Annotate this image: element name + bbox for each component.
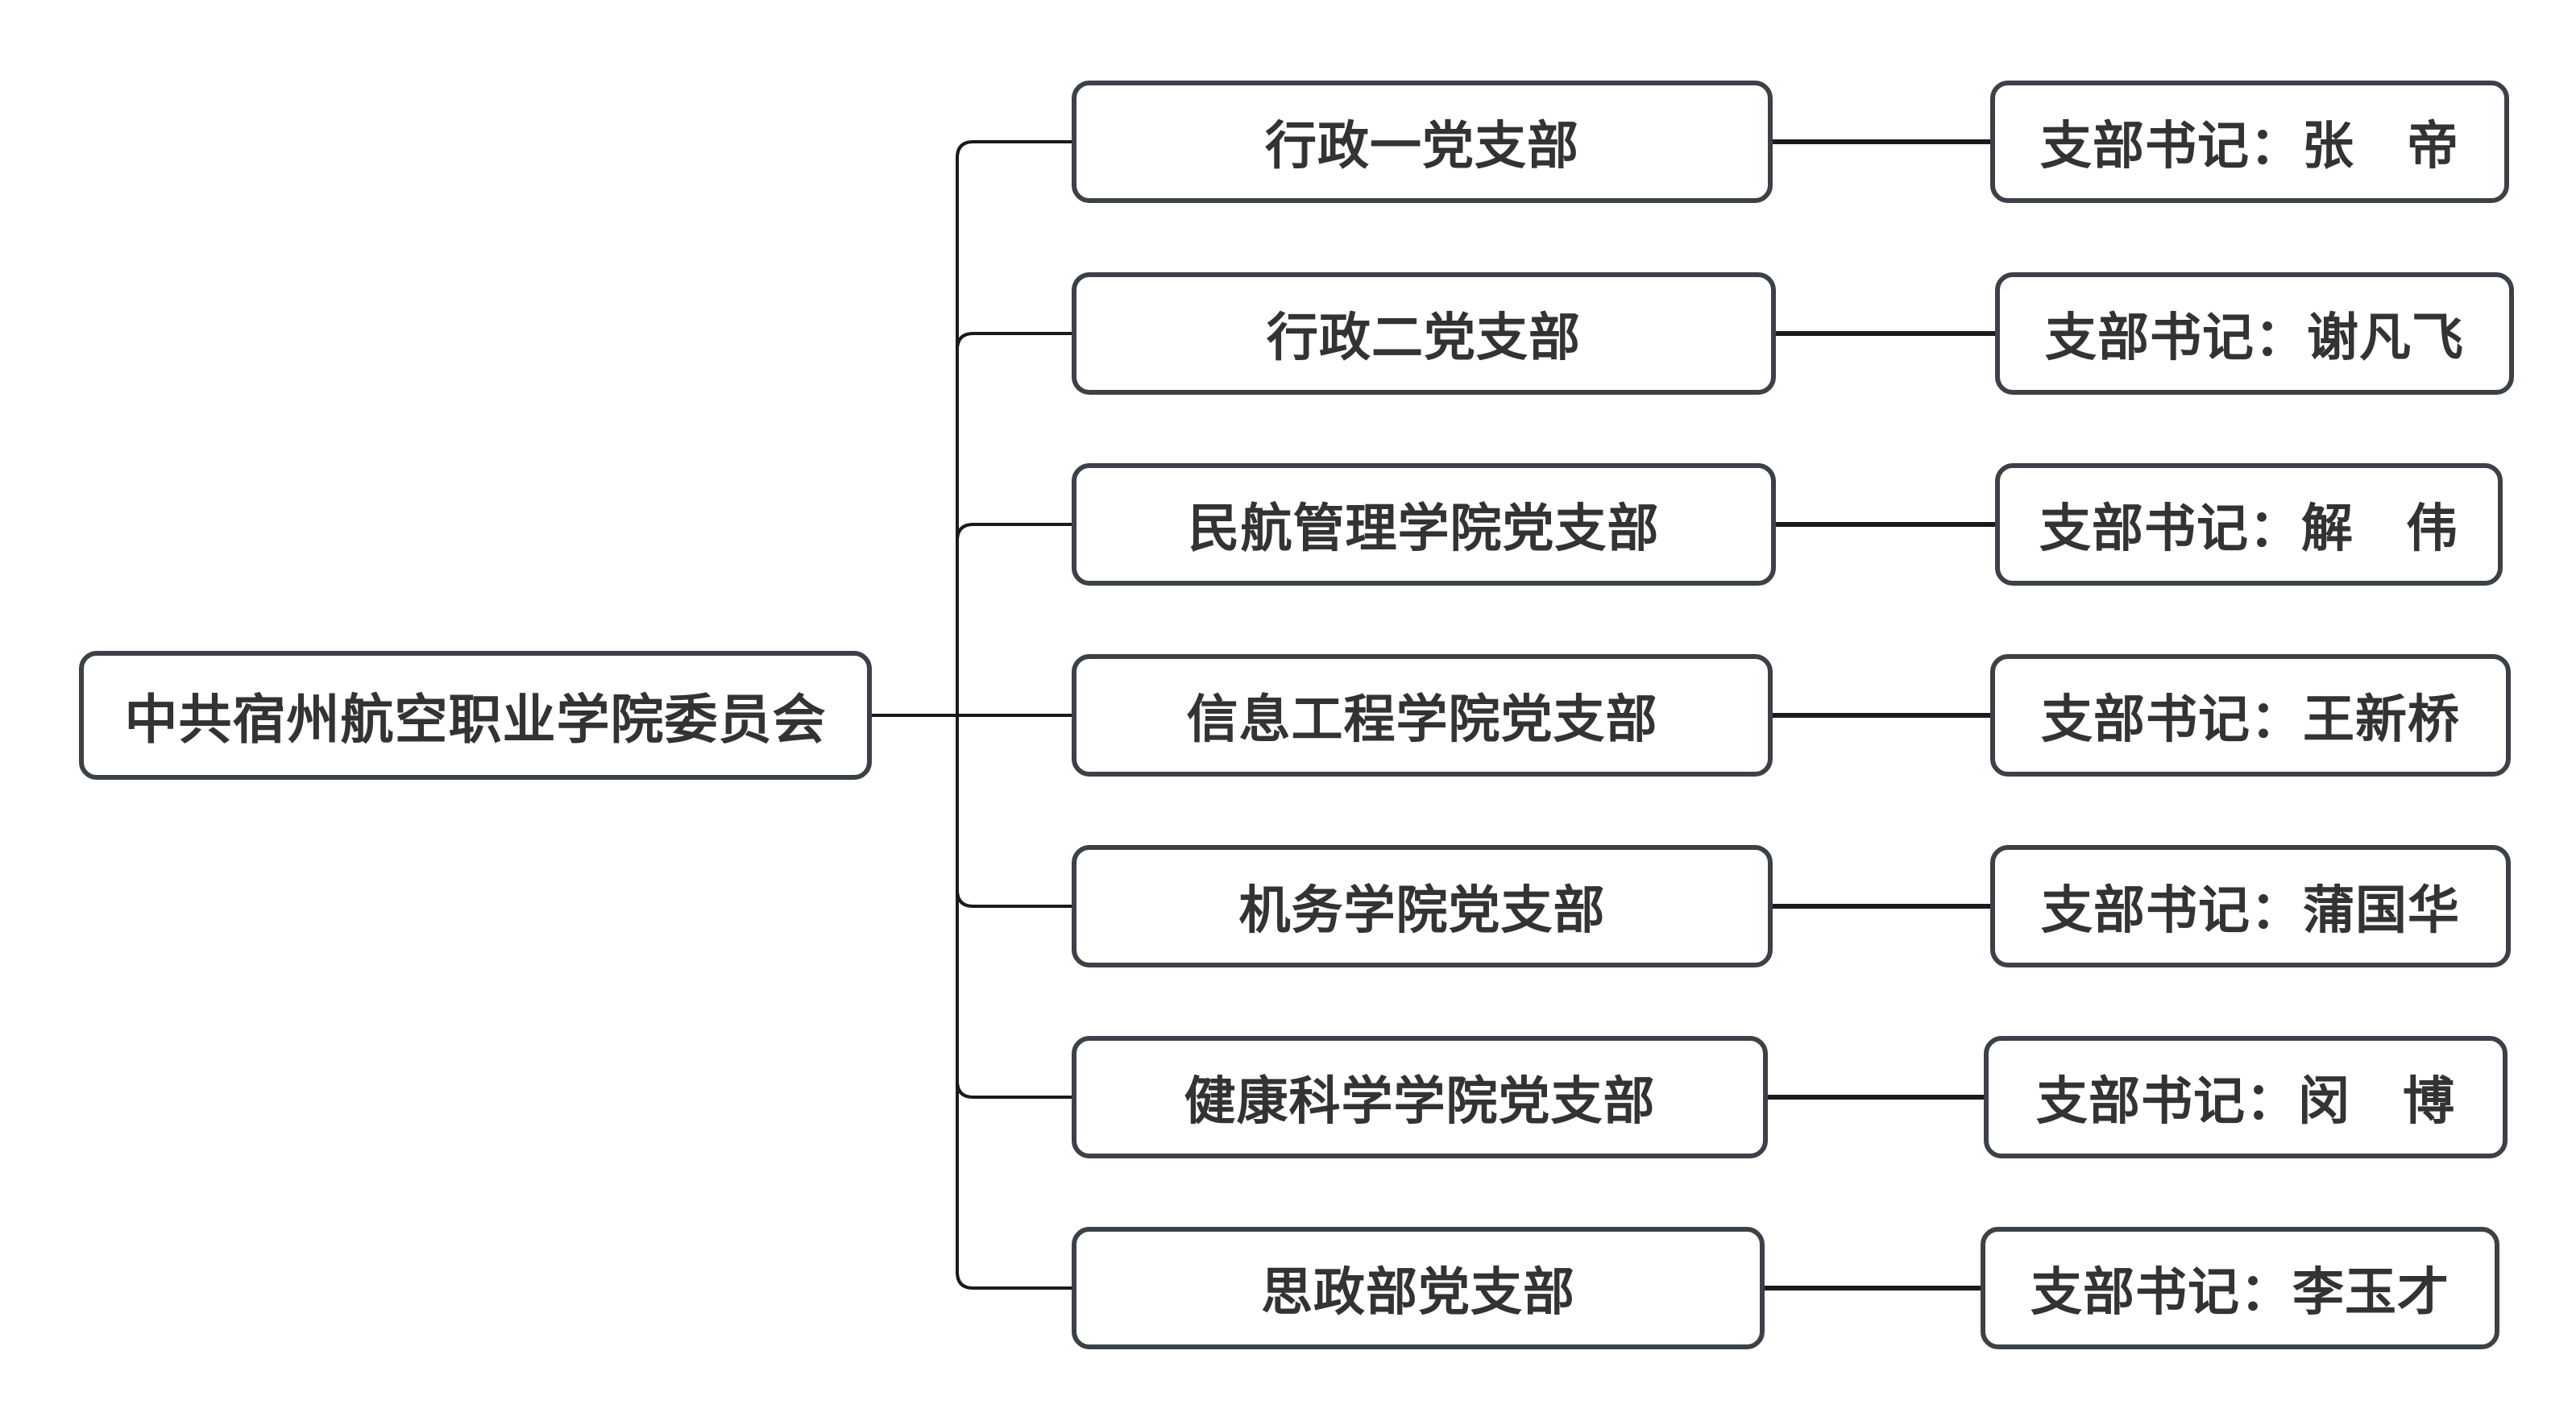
secretary-node-6: 支部书记：闵 博 bbox=[1984, 1036, 2508, 1158]
branch-connector-5 bbox=[956, 889, 1072, 908]
root-label: 中共宿州航空职业学院委员会 bbox=[124, 688, 827, 751]
branch-node-1: 行政一党支部 bbox=[1072, 81, 1773, 203]
secretary-node-1: 支部书记：张 帝 bbox=[1990, 81, 2509, 203]
secretary-label: 支部书记：解 伟 bbox=[2039, 499, 2458, 559]
secretary-label: 支部书记：张 帝 bbox=[2040, 116, 2459, 176]
branch-connector-1 bbox=[956, 140, 1072, 715]
secretary-node-5: 支部书记：蒲国华 bbox=[1990, 845, 2511, 967]
branch-name: 行政二党支部 bbox=[1267, 308, 1581, 368]
branch-name: 民航管理学院党支部 bbox=[1188, 499, 1660, 559]
branch-node-7: 思政部党支部 bbox=[1072, 1227, 1765, 1349]
branch-connector-6 bbox=[956, 1080, 1072, 1099]
branch-name: 思政部党支部 bbox=[1261, 1262, 1575, 1323]
secretary-label: 支部书记：谢凡飞 bbox=[2045, 308, 2464, 368]
secretary-label: 支部书记：蒲国华 bbox=[2041, 880, 2460, 941]
branch-node-4: 信息工程学院党支部 bbox=[1072, 654, 1773, 777]
branch-node-2: 行政二党支部 bbox=[1072, 272, 1776, 395]
secretary-label: 支部书记：王新桥 bbox=[2041, 690, 2460, 750]
branch-node-5: 机务学院党支部 bbox=[1072, 845, 1773, 967]
branch-node-6: 健康科学学院党支部 bbox=[1072, 1036, 1768, 1158]
secretary-node-4: 支部书记：王新桥 bbox=[1990, 654, 2511, 777]
branch-connector-7 bbox=[956, 715, 1072, 1290]
branch-node-3: 民航管理学院党支部 bbox=[1072, 463, 1776, 586]
secretary-node-3: 支部书记：解 伟 bbox=[1995, 463, 2503, 586]
root-node: 中共宿州航空职业学院委员会 bbox=[79, 651, 872, 780]
branch-name: 信息工程学院党支部 bbox=[1186, 690, 1658, 750]
secretary-node-2: 支部书记：谢凡飞 bbox=[1995, 272, 2514, 395]
branch-connector-2 bbox=[956, 332, 1072, 350]
branch-name: 健康科学学院党支部 bbox=[1184, 1071, 1656, 1132]
branch-connector-3 bbox=[956, 523, 1072, 541]
branch-name: 机务学院党支部 bbox=[1238, 880, 1606, 941]
branch-name: 行政一党支部 bbox=[1265, 116, 1579, 176]
secretary-label: 支部书记：闵 博 bbox=[2036, 1071, 2455, 1132]
secretary-label: 支部书记：李玉才 bbox=[2031, 1262, 2449, 1323]
secretary-node-7: 支部书记：李玉才 bbox=[1981, 1227, 2499, 1349]
